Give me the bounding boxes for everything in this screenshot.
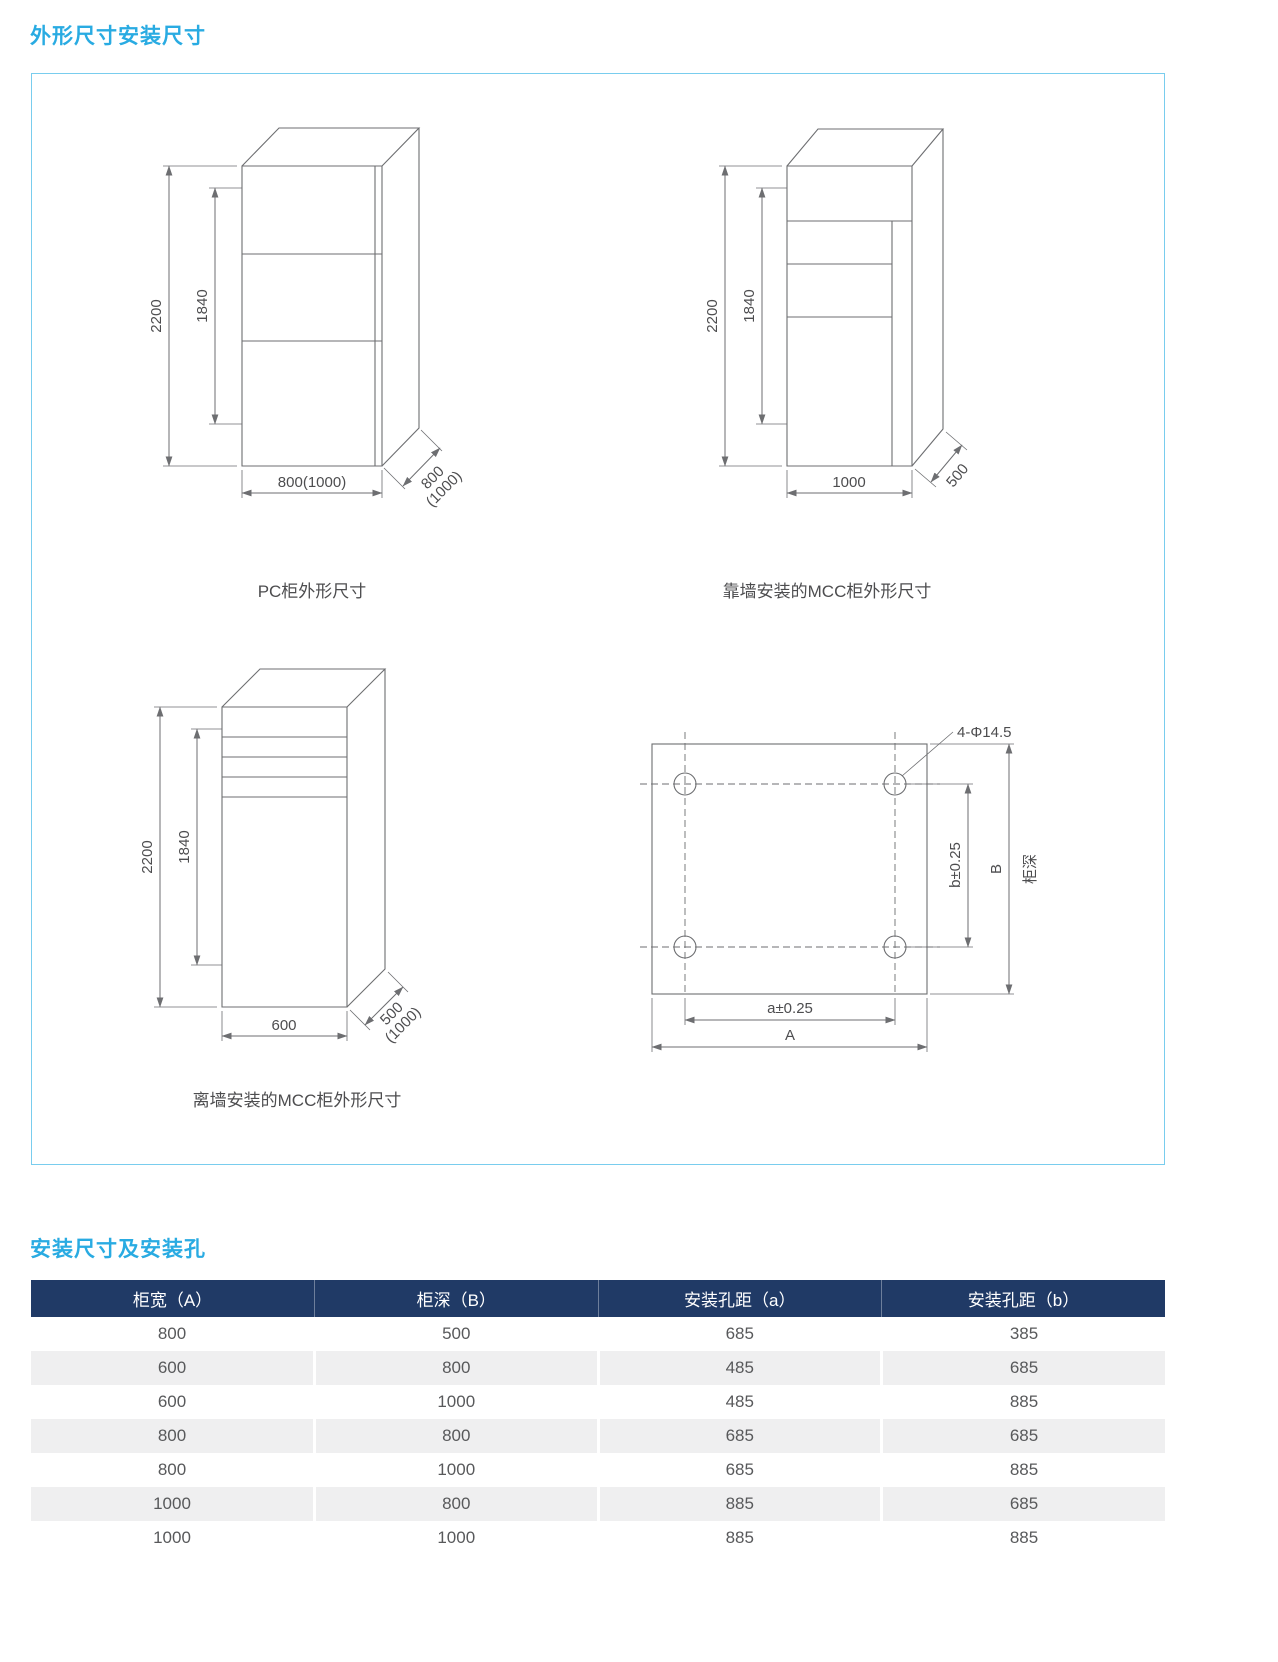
depth-B-label: B	[988, 864, 1005, 874]
table-cell: 1000	[314, 1521, 600, 1555]
table-cell: 885	[598, 1487, 883, 1521]
pc-inner-height-label: 1840	[194, 289, 211, 322]
pc-dim-height-inner: 1840	[194, 187, 242, 425]
mcc-wall-inner-height-label: 1840	[741, 289, 758, 322]
table-cell: 485	[598, 1351, 883, 1385]
hole-pitch-a-label: a±0.25	[767, 1000, 813, 1017]
table-cell: 800	[31, 1453, 316, 1487]
width-A-label: A	[785, 1027, 795, 1044]
table-cell: 800	[314, 1351, 600, 1385]
col-header-cabinet-width-A: 柜宽（A）	[31, 1280, 315, 1317]
base-plate	[640, 732, 940, 995]
pc-dim-height-outer: 2200	[148, 165, 237, 467]
col-header-hole-pitch-a: 安装孔距（a）	[598, 1280, 882, 1317]
table-cell: 600	[31, 1385, 316, 1419]
dim-depth-B: B 柜深	[930, 743, 1039, 995]
table-row: 800 500 685 385	[31, 1317, 1165, 1351]
mcc-wall-height-label: 2200	[704, 299, 721, 332]
mcc-wall-cabinet-body	[786, 128, 945, 467]
dim-hole-pitch-b: b±0.25	[908, 783, 973, 948]
mcc-free-cabinet-body	[221, 668, 387, 1008]
table-cell: 685	[598, 1419, 883, 1453]
col-header-cabinet-depth-B: 柜深（B）	[314, 1280, 599, 1317]
diagrams-panel: 2200 1840 800(1000) 800 (1000) PC柜	[31, 73, 1165, 1165]
pc-dim-width: 800(1000)	[241, 470, 383, 498]
dim-width-A: A	[651, 998, 928, 1052]
mcc-free-dim-width: 600	[221, 1011, 348, 1041]
mcc-free-height-label: 2200	[139, 840, 156, 873]
pc-width-label: 800(1000)	[278, 474, 346, 491]
table-cell: 485	[598, 1385, 883, 1419]
table-row: 800 800 685 685	[31, 1419, 1165, 1453]
pc-cabinet-caption: PC柜外形尺寸	[257, 582, 367, 601]
table-cell: 685	[1009, 1358, 1039, 1377]
hole-pitch-b-label: b±0.25	[947, 842, 964, 888]
table-cell: 885	[1009, 1460, 1039, 1479]
pc-cabinet-drawing: 2200 1840 800(1000) 800 (1000)	[148, 127, 465, 510]
cabinet-depth-label: 柜深	[1022, 854, 1039, 884]
table-cell: 800	[314, 1419, 600, 1453]
table-row: 600 1000 485 885	[31, 1385, 1165, 1419]
table-cell: 885	[1009, 1392, 1039, 1411]
mcc-wall-cabinet-caption: 靠墙安装的MCC柜外形尺寸	[722, 582, 932, 601]
table-cell: 685	[1009, 1494, 1039, 1513]
mcc-wall-width-label: 1000	[832, 474, 865, 491]
mcc-free-dim-height-inner: 1840	[176, 728, 222, 966]
mcc-wall-dim-height-outer: 2200	[704, 165, 782, 467]
col-header-hole-pitch-b: 安装孔距（b）	[881, 1280, 1165, 1317]
mcc-wall-dim-depth: 500	[914, 431, 972, 491]
table-cell: 885	[1009, 1528, 1039, 1547]
table-cell: 685	[598, 1317, 883, 1351]
table-cell: 1000	[314, 1453, 600, 1487]
table-cell: 685	[598, 1453, 883, 1487]
mcc-free-dim-depth: 500 (1000)	[349, 971, 424, 1046]
table-row: 600 800 485 685	[31, 1351, 1165, 1385]
table-cell: 600	[31, 1351, 316, 1385]
hole-callout: 4-Φ14.5	[901, 724, 1012, 777]
table-cell: 500	[314, 1317, 600, 1351]
table-row: 1000 800 885 685	[31, 1487, 1165, 1521]
hole-callout-label: 4-Φ14.5	[957, 724, 1012, 741]
table-row: 800 1000 685 885	[31, 1453, 1165, 1487]
mcc-free-dim-height-outer: 2200	[139, 706, 217, 1008]
pc-height-label: 2200	[148, 299, 165, 332]
mcc-free-inner-height-label: 1840	[176, 830, 193, 863]
table-cell: 1000	[31, 1521, 316, 1555]
table-cell: 885	[598, 1521, 883, 1555]
table-cell: 1000	[31, 1487, 316, 1521]
dim-hole-pitch-a: a±0.25	[684, 998, 896, 1025]
table-cell: 685	[1009, 1426, 1039, 1445]
mcc-wall-dim-width: 1000	[786, 470, 913, 498]
table-cell: 800	[31, 1317, 316, 1351]
table-cell: 1000	[314, 1385, 600, 1419]
mcc-wall-dim-height-inner: 1840	[741, 187, 787, 425]
table-cell: 800	[31, 1419, 316, 1453]
mounting-holes-drawing: 4-Φ14.5 b±0.25 B 柜深 a±0.25 A	[640, 724, 1039, 1052]
mcc-wall-cabinet-drawing: 2200 1840 1000 500	[704, 128, 972, 498]
pc-dim-depth: 800 (1000)	[383, 429, 465, 510]
mcc-free-cabinet-caption: 离墙安装的MCC柜外形尺寸	[192, 1091, 402, 1110]
mounting-dimensions-table: 柜宽（A） 柜深（B） 安装孔距（a） 安装孔距（b） 800 500 685 …	[31, 1280, 1165, 1555]
table-header-row: 柜宽（A） 柜深（B） 安装孔距（a） 安装孔距（b）	[31, 1280, 1165, 1317]
table-row: 1000 1000 885 885	[31, 1521, 1165, 1555]
section-title-outline-dimensions: 外形尺寸安装尺寸	[30, 25, 206, 48]
mcc-free-cabinet-drawing: 2200 1840 600 500 (1000)	[139, 668, 424, 1046]
mcc-wall-depth-label: 500	[943, 461, 972, 491]
pc-cabinet-body	[241, 127, 421, 467]
mcc-free-width-label: 600	[271, 1017, 296, 1034]
table-cell: 800	[314, 1487, 600, 1521]
section-title-mounting-dimensions: 安装尺寸及安装孔	[30, 1238, 206, 1261]
table-cell: 385	[1009, 1324, 1039, 1343]
